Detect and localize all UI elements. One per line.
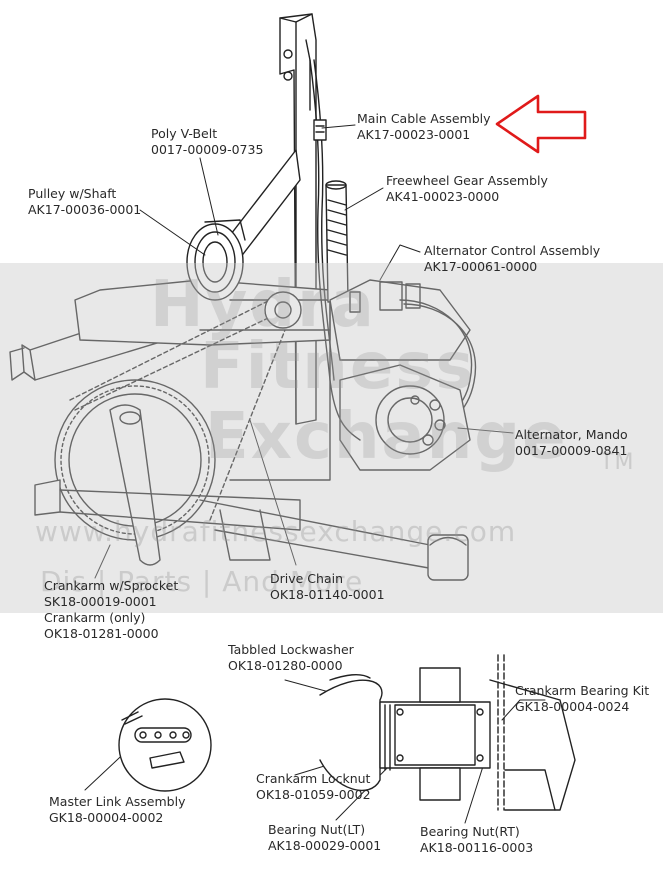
label-master-link: Master Link Assembly GK18-00004-0002: [49, 794, 185, 826]
label-name: Tabbled Lockwasher: [228, 642, 354, 657]
label-part: AK18-00029-0001: [268, 838, 382, 853]
label-part: AK17-00036-0001: [28, 202, 142, 217]
label-freewheel: Freewheel Gear Assembly AK41-00023-0000: [386, 173, 548, 205]
label-name: Crankarm Locknut: [256, 771, 371, 786]
label-alternator: Alternator, Mando 0017-00009-0841: [515, 427, 628, 459]
base-frame: [34, 479, 469, 581]
pulley: [186, 219, 246, 301]
label-name: Master Link Assembly: [49, 794, 186, 809]
watermark-line2: Fitness: [200, 330, 476, 404]
watermark-tagline: Dis | Parts | And More: [40, 565, 364, 598]
label-name: Pulley w/Shaft: [28, 186, 117, 201]
label-part: GK18-00004-0024: [515, 699, 630, 714]
label-part: AK18-00116-0003: [420, 840, 534, 855]
label-part: OK18-01059-0002: [256, 787, 371, 802]
label-name: Crankarm w/Sprocket: [44, 578, 179, 593]
label-poly-vbelt: Poly V-Belt 0017-00009-0735: [151, 126, 263, 158]
label-bearing-nut-lt: Bearing Nut(LT) AK18-00029-0001: [268, 822, 381, 854]
label-locknut: Crankarm Locknut OK18-01059-0002: [256, 771, 371, 803]
label-bearing-nut-rt: Bearing Nut(RT) AK18-00116-0003: [420, 824, 533, 856]
label-pulley: Pulley w/Shaft AK17-00036-0001: [28, 186, 141, 218]
label-alt-control: Alternator Control Assembly AK17-00061-0…: [424, 243, 600, 275]
label-name: Bearing Nut(RT): [420, 824, 520, 839]
label-name: Poly V-Belt: [151, 126, 218, 141]
label-part: OK18-01140-0001: [270, 587, 385, 602]
label-name: Main Cable Assembly: [357, 111, 491, 126]
label-part: AK17-00061-0000: [424, 259, 538, 274]
watermark-url: www.hydrafitnessexchange.com: [35, 515, 517, 548]
label-part: 0017-00009-0735: [151, 142, 264, 157]
label-name: Freewheel Gear Assembly: [386, 173, 548, 188]
watermark-line3: Exchange: [205, 400, 568, 474]
label-crankarm-sprocket: Crankarm w/Sprocket SK18-00019-0001 Cran…: [44, 578, 178, 642]
drive-chain: [69, 291, 302, 521]
label-name: Crankarm Bearing Kit: [515, 683, 650, 698]
label-part: SK18-00019-0001: [44, 594, 157, 609]
label-lockwasher: Tabbled Lockwasher OK18-01280-0000: [228, 642, 354, 674]
bearing-detail: [319, 654, 576, 811]
watermark-band: [0, 263, 663, 613]
red-left-arrow-icon: [495, 94, 587, 154]
sprocket: [54, 379, 216, 566]
label-main-cable: Main Cable Assembly AK17-00023-0001: [357, 111, 491, 143]
watermark-line1: Hydra: [150, 268, 376, 342]
label-part: GK18-00004-0002: [49, 810, 164, 825]
label-name: Alternator, Mando: [515, 427, 628, 442]
main-cable: [309, 59, 361, 441]
label-part-2: OK18-01281-0000: [44, 626, 159, 641]
label-part: AK17-00023-0001: [357, 127, 471, 142]
label-name-2: Crankarm (only): [44, 610, 146, 625]
alternator: [339, 364, 471, 471]
label-drive-chain: Drive Chain OK18-01140-0001: [270, 571, 385, 603]
label-part: AK41-00023-0000: [386, 189, 500, 204]
label-name: Drive Chain: [270, 571, 344, 586]
chain-master-link-icon: [118, 698, 212, 792]
label-bearing-kit: Crankarm Bearing Kit GK18-00004-0024: [515, 683, 649, 715]
watermark-tm: TM: [600, 450, 635, 475]
label-part: 0017-00009-0841: [515, 443, 628, 458]
label-name: Bearing Nut(LT): [268, 822, 366, 837]
label-name: Alternator Control Assembly: [424, 243, 601, 258]
label-part: OK18-01280-0000: [228, 658, 343, 673]
